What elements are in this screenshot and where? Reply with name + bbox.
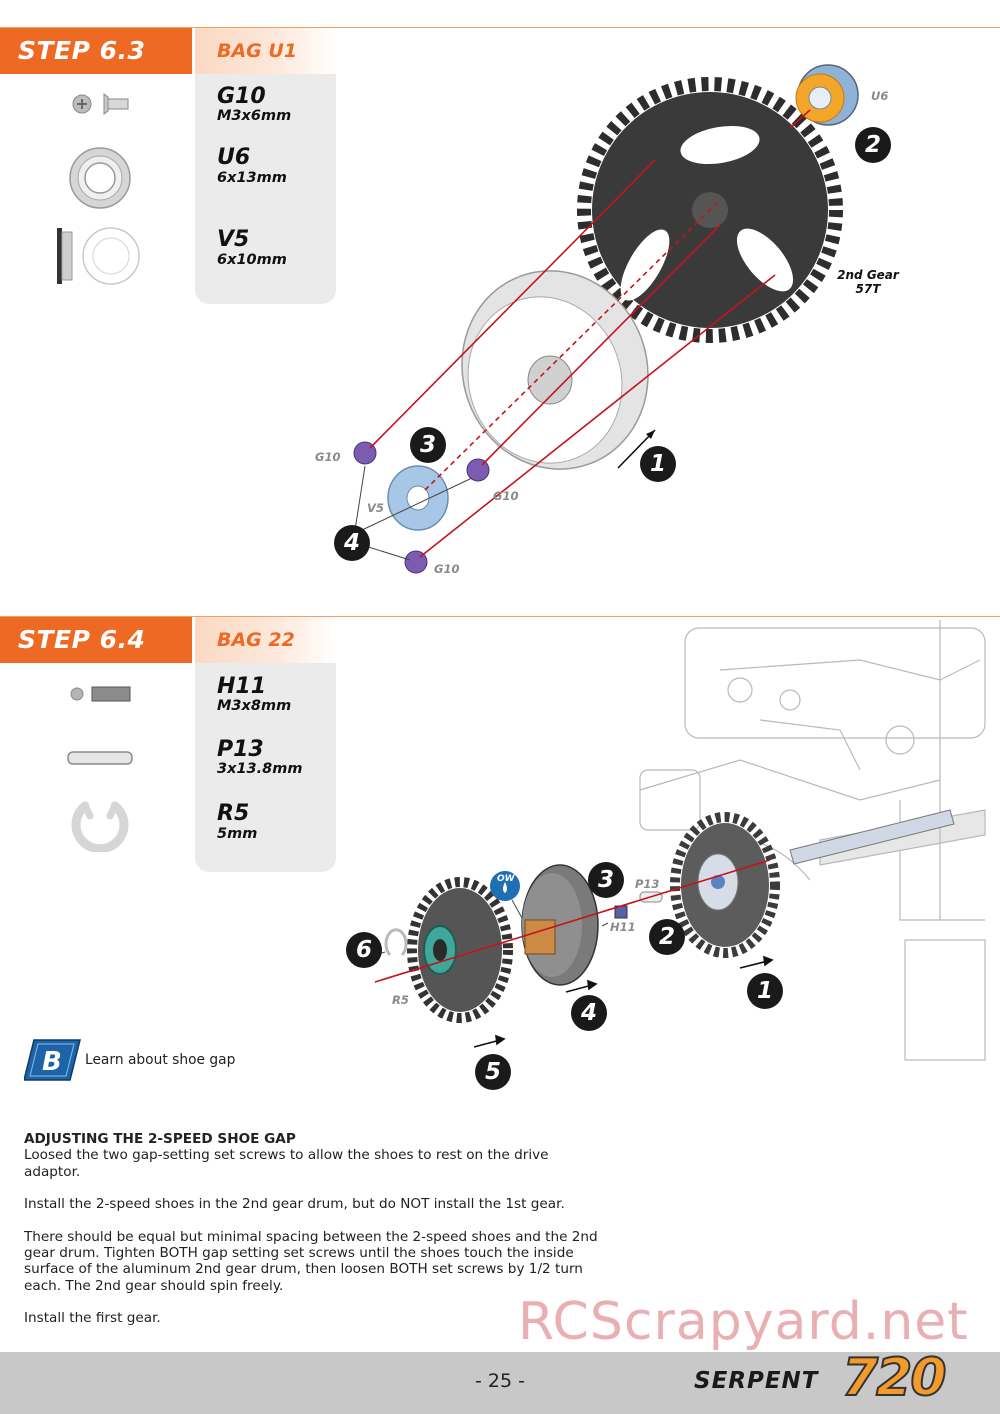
step-6-3-bag: BAG U1 [195,28,335,74]
callout-6-4-6: 6 [346,932,382,968]
instructions-paragraph-1: Loosed the two gap-setting set screws to… [24,1147,549,1180]
part-size-h11: M3x8mm [217,698,292,714]
part-code-h11: H11 [217,674,267,699]
second-gear [407,877,513,1023]
label-g10-b: G10 [493,489,519,503]
step-6-4-title: STEP 6.4 [0,617,192,663]
label-g10-a: G10 [315,450,341,464]
label-u6: U6 [871,89,889,103]
set-screw-icon [70,686,131,702]
callout-6-4-5: 5 [475,1054,511,1090]
callout-6-4-4: 4 [571,995,607,1031]
label-g10-c: G10 [434,562,460,576]
callout-6-4-1: 1 [747,973,783,1009]
part-code-v5: V5 [217,227,250,252]
part-size-v5: 6x10mm [217,252,287,268]
callout-6-3-2: 2 [855,127,891,163]
step-6-3-exploded-diagram [353,64,859,574]
gear-teeth-label: 57T [855,282,881,296]
label-ow: OW [497,874,515,884]
learn-shoe-gap-link[interactable]: B Learn about shoe gap [24,1038,264,1082]
label-r5: R5 [392,993,409,1007]
gear-drum [461,270,649,470]
learn-link-label[interactable]: Learn about shoe gap [85,1052,236,1068]
part-code-p13: P13 [217,737,264,762]
step-6-3-parts-list: G10 M3x6mm U6 6x13mm V5 6x10mm [195,74,336,304]
step-6-3-divider [0,27,1000,28]
part-size-r5: 5mm [217,826,258,842]
callout-6-3-4: 4 [334,525,370,561]
oil-icon [490,871,523,919]
callout-6-4-2: 2 [649,919,685,955]
gear-name-label: 2nd Gear [837,268,899,282]
instructions-heading: ADJUSTING THE 2-SPEED SHOE GAP [24,1131,296,1147]
e-clip-icon [71,801,129,852]
page-footer: - 25 - SERPENT 720 [0,1347,1000,1414]
step-6-3-title: STEP 6.3 [0,28,192,74]
screw-icon [72,93,129,115]
bearing-u6 [795,64,859,126]
first-gear-installed [670,812,780,958]
shoe-gap-instructions: ADJUSTING THE 2-SPEED SHOE GAP Loosed th… [24,1131,604,1343]
instructions-paragraph-3: There should be equal but minimal spacin… [24,1228,598,1294]
part-size-g10: M3x6mm [217,108,292,124]
step-6-4-exploded-diagram [359,620,986,1061]
part-code-u6: U6 [217,145,251,170]
page-number: - 25 - [475,1370,525,1392]
ball-bearing-icon [69,147,131,209]
callout-6-3-1: 1 [640,446,676,482]
watermark: RCScrapyard.net [518,1292,969,1352]
part-size-p13: 3x13.8mm [217,761,303,777]
part-code-g10: G10 [217,84,266,109]
step-6-4-parts-list: H11 M3x8mm P13 3x13.8mm R5 5mm [195,663,336,872]
callout-6-3-3: 3 [410,427,446,463]
label-h11: H11 [610,920,636,934]
brand-name: SERPENT [694,1368,819,1394]
b-logo-icon: B [24,1039,81,1081]
step-6-4-bag: BAG 22 [195,617,335,663]
assembly-lines [369,109,811,558]
label-p13: P13 [635,877,660,891]
callout-6-4-3: 3 [588,862,624,898]
step-6-4-divider [0,616,1000,617]
shim-icon [57,227,140,285]
pin-icon [67,751,133,765]
model-number: 720 [841,1347,948,1409]
label-v5: V5 [367,501,384,515]
part-code-r5: R5 [217,801,250,826]
instructions-paragraph-2: Install the 2-speed shoes in the 2nd gea… [24,1196,565,1213]
instructions-paragraph-4: Install the first gear. [24,1310,161,1327]
part-size-u6: 6x13mm [217,170,287,186]
svg-text:B: B [42,1047,62,1077]
